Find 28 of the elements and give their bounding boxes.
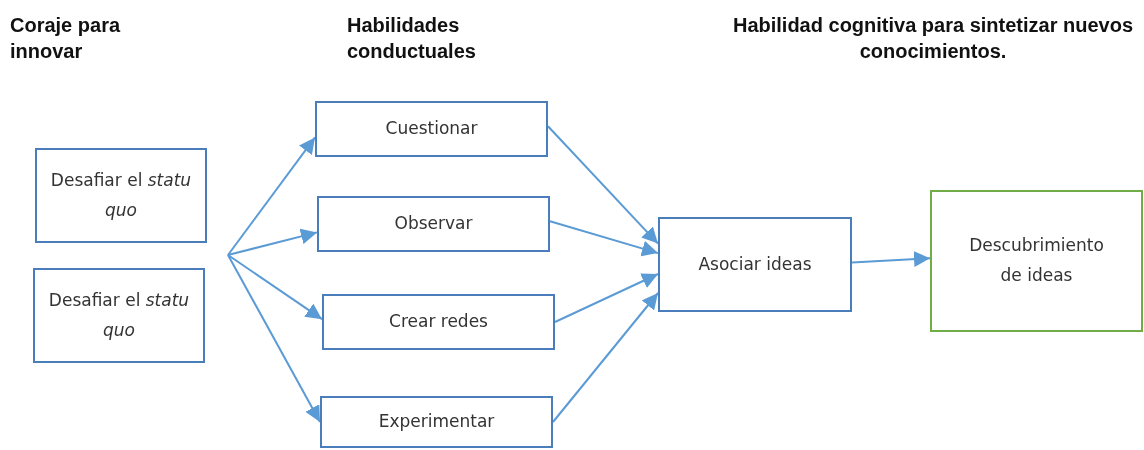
node-text: Descubrimiento de ideas [968, 234, 1105, 287]
column-heading: Habilidad cognitiva para sintetizar nuevos conocimientos. [731, 13, 1135, 64]
result-box [930, 190, 1143, 332]
process-box [315, 101, 548, 157]
arrow [549, 220, 659, 257]
arrow [552, 292, 659, 423]
arrow [227, 228, 318, 256]
process-box [322, 294, 555, 350]
node-text: Crear redes [389, 310, 488, 334]
arrow [227, 136, 316, 256]
node-text: Desafiar el statu quo [47, 288, 191, 342]
arrow [554, 273, 659, 323]
process-box [35, 148, 207, 243]
arrow [227, 254, 323, 321]
node-text: Desafiar el statu quo [49, 168, 193, 222]
process-box [658, 217, 852, 312]
node-text: Asociar ideas [698, 252, 812, 276]
process-box [317, 196, 550, 252]
node-text: Observar [394, 212, 473, 236]
arrow [227, 254, 321, 423]
node-text: Experimentar [378, 410, 495, 434]
node-text: Cuestionar [385, 117, 478, 141]
column-heading: Habilidades conductuales [347, 13, 477, 64]
arrow [851, 251, 931, 268]
arrow [547, 125, 659, 245]
column-heading: Coraje para innovar [10, 13, 122, 64]
process-box [33, 268, 205, 363]
process-box [320, 396, 553, 448]
